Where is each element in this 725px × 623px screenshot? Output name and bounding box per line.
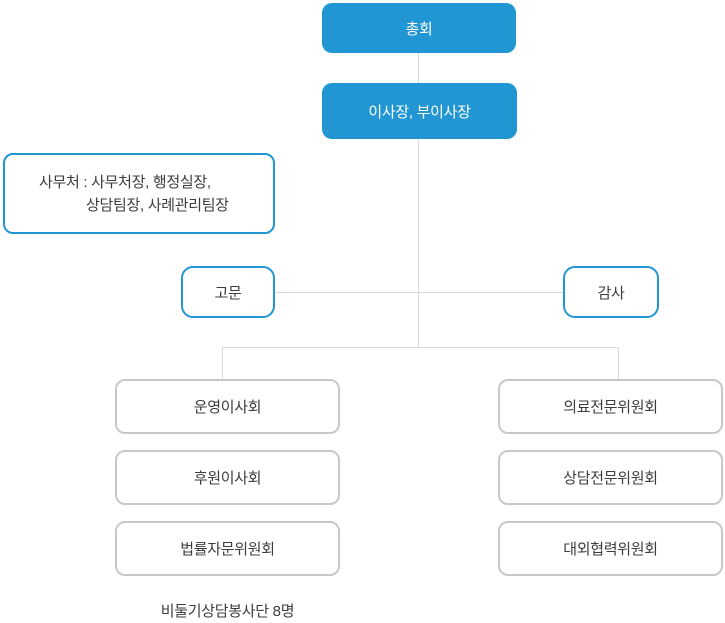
node-office-line2: 상담팀장, 사례관리팀장 — [86, 196, 229, 214]
node-counseling-committee: 상담전문위원회 — [498, 450, 723, 505]
connector-advisor-auditor — [275, 292, 563, 293]
node-advisor-label: 고문 — [214, 284, 242, 302]
node-legal-advisory-committee: 법률자문위원회 — [115, 521, 340, 576]
node-office-line1: 사무처 : 사무처장, 행정실장, — [39, 173, 211, 191]
node-chairman-label: 이사장, 부이사장 — [368, 103, 471, 121]
node-auditor-label: 감사 — [597, 284, 625, 302]
node-general-assembly: 총회 — [322, 3, 516, 53]
node-support-board: 후원이사회 — [115, 450, 340, 505]
connector-branch-horizontal — [222, 347, 619, 348]
node-advisor: 고문 — [181, 266, 275, 318]
node-support-board-label: 후원이사회 — [193, 470, 262, 487]
node-general-assembly-label: 총회 — [405, 20, 433, 38]
node-chairman: 이사장, 부이사장 — [322, 83, 517, 139]
footnote-volunteer-group: 비둘기상담봉사단 8명 — [160, 603, 295, 620]
node-office: 사무처 : 사무처장, 행정실장, 상담팀장, 사례관리팀장 — [3, 153, 275, 234]
node-external-cooperation-committee: 대외협력위원회 — [498, 521, 723, 576]
node-counseling-committee-label: 상담전문위원회 — [563, 470, 658, 487]
connector-drop-right — [618, 347, 619, 379]
connector-drop-left — [222, 347, 223, 379]
node-legal-advisory-committee-label: 법률자문위원회 — [180, 541, 275, 558]
node-external-cooperation-committee-label: 대외협력위원회 — [563, 541, 658, 558]
connector-center-vertical — [418, 139, 419, 348]
node-operating-board-label: 운영이사회 — [193, 399, 262, 416]
node-office-label: 사무처 : 사무처장, 행정실장, 상담팀장, 사례관리팀장 — [39, 171, 229, 217]
node-auditor: 감사 — [563, 266, 659, 318]
connector-top-vertical — [418, 53, 419, 83]
node-operating-board: 운영이사회 — [115, 379, 340, 434]
node-medical-committee: 의료전문위원회 — [498, 379, 723, 434]
node-medical-committee-label: 의료전문위원회 — [563, 399, 658, 416]
